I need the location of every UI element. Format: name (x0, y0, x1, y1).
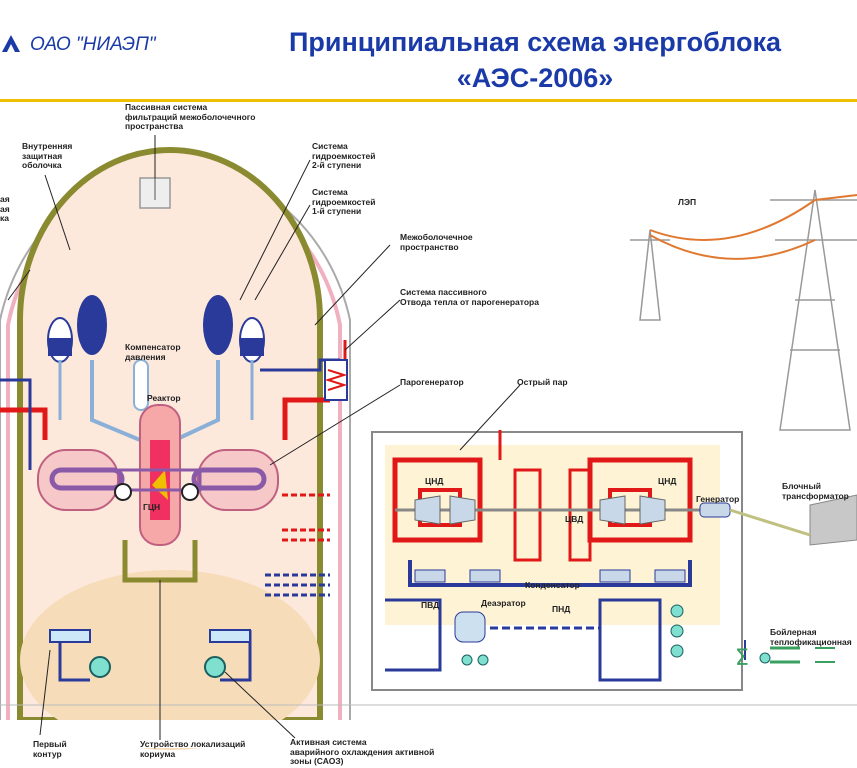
heat-supply-unit: Σ (735, 640, 835, 671)
block-transformer (729, 494, 857, 546)
label-gcn: ГЦН (143, 502, 161, 512)
label-live-steam: Острый пар (517, 377, 568, 387)
label-hydro-stage-2: Система гидроемкостей 2-й ступени (312, 141, 376, 170)
eccs-pumps (49, 629, 252, 682)
label-leaders (7, 135, 521, 740)
label-passive-heat-removal: Система пассивного Отвода тепла от парог… (400, 287, 539, 307)
label-inner-shell: Внутренняя защитная оболочка (22, 141, 73, 170)
passive-heat-exchanger (324, 359, 348, 401)
company-logo-icon (2, 35, 20, 52)
filtration-stack (139, 145, 171, 209)
power-line-wires (649, 194, 857, 260)
label-hp-heaters: ПВД (421, 600, 440, 610)
label-generator: Генератор (696, 494, 740, 504)
page-title-line-1: Принципиальная схема энергоблока (289, 27, 781, 57)
label-reactor: Реактор (147, 393, 181, 403)
label-hpc: ЦВД (565, 514, 584, 524)
label-outer-shell: ая ая ка (0, 194, 10, 223)
steam-generators (37, 449, 279, 511)
header-divider (0, 99, 857, 102)
reactor-vessel (118, 359, 202, 546)
turbine-hall (371, 430, 743, 691)
power-line-towers (630, 189, 857, 431)
label-lpc-right: ЦНД (658, 476, 677, 486)
label-hydro-stage-1: Система гидроемкостей 1-й ступени (312, 187, 376, 216)
page-title: Принципиальная схема энергоблока «АЭС-20… (220, 24, 850, 96)
label-passive-filtration: Пассивная система фильтраций межоболочеч… (125, 102, 256, 131)
label-eccs: Активная система аварийного охлаждения а… (290, 737, 435, 766)
label-lpc-left: ЦНД (425, 476, 444, 486)
label-pressurizer: Компенсатор давления (125, 342, 181, 362)
label-lp-heaters: ПНД (552, 604, 571, 614)
main-coolant-pumps (114, 483, 199, 501)
label-block-transformer: Блочный трансформатор (782, 481, 849, 501)
label-core-catcher: Устройство локализаций кориума (140, 739, 246, 759)
page-title-line-2: «АЭС-2006» (456, 63, 614, 93)
label-steam-generator: Парогенератор (400, 377, 464, 387)
label-condenser: Конденсатор (525, 580, 580, 590)
hydro-accumulators (47, 295, 265, 363)
label-power-line: ЛЭП (678, 197, 697, 207)
organization-name: ОАО "НИАЭП" (30, 34, 156, 55)
label-primary-circuit: Первый контур (33, 739, 67, 759)
label-intershell-space: Межоболочечное пространство (400, 232, 473, 252)
svg-text:Σ: Σ (735, 646, 749, 671)
label-boiler-plant: Бойлерная теплофикационная (770, 627, 852, 647)
label-deaerator: Деаэратор (481, 598, 526, 608)
steam-lines (265, 493, 330, 597)
